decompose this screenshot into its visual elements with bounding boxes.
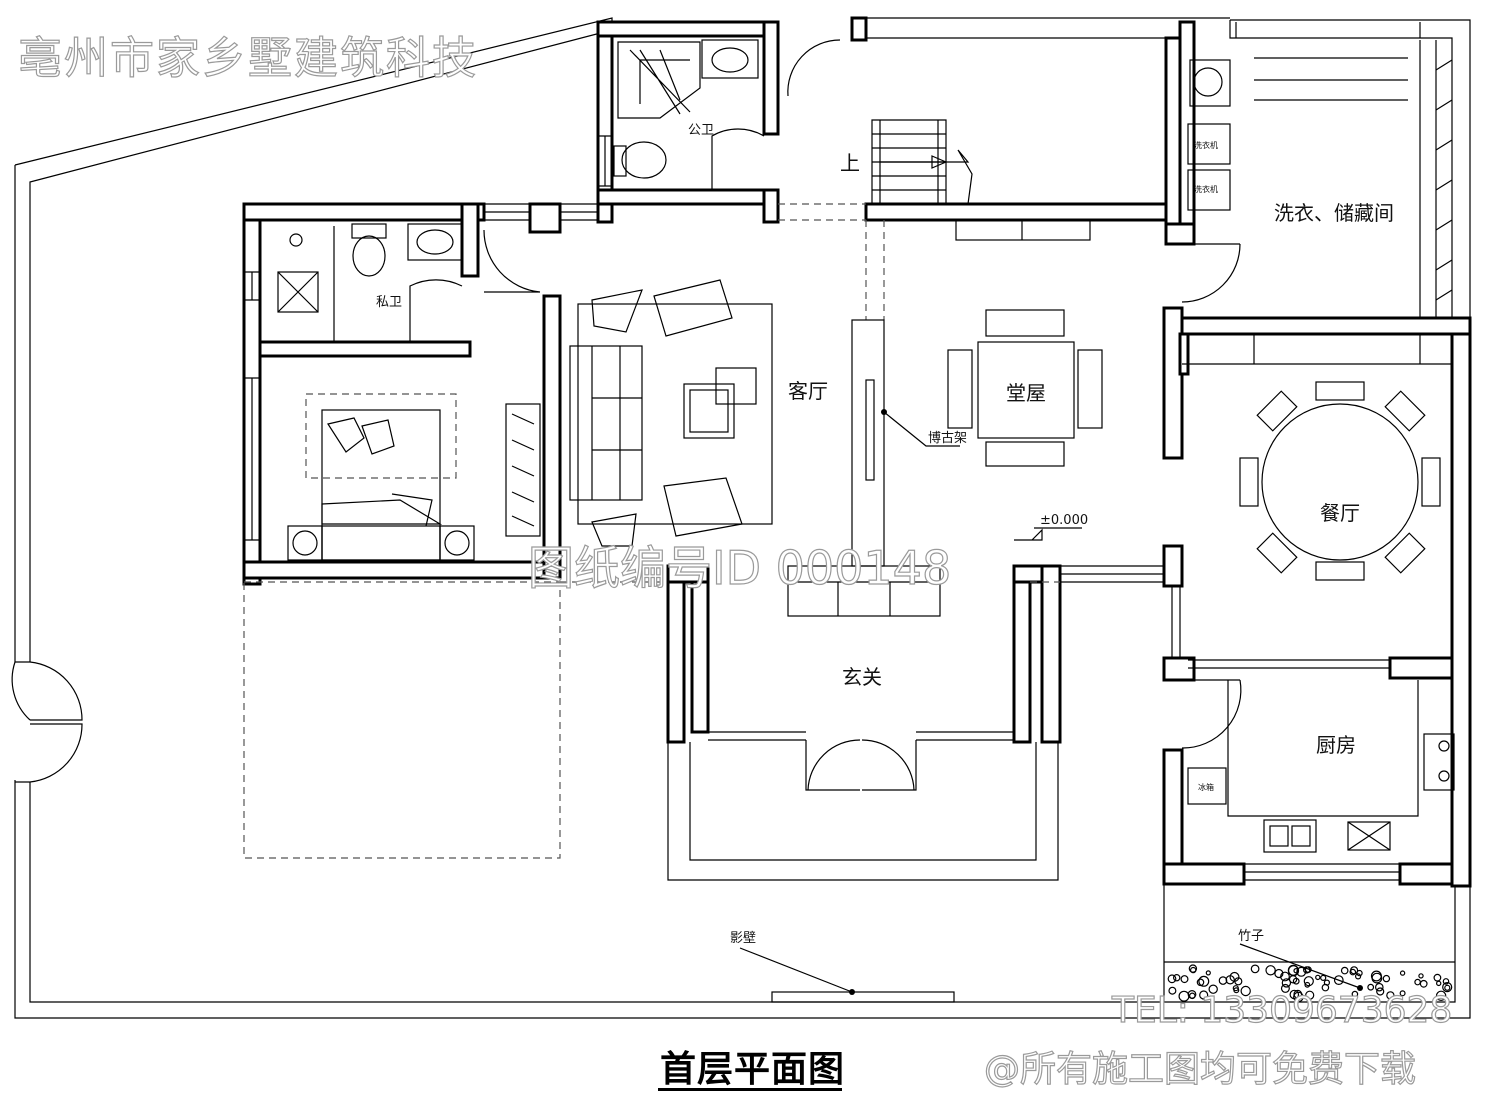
- bamboo-dot: [1233, 987, 1240, 994]
- bamboo-dot: [1198, 975, 1210, 987]
- bamboo-dot: [1371, 972, 1383, 984]
- label-private-bath: 私卫: [376, 295, 402, 310]
- bamboo-dot: [1208, 984, 1218, 994]
- bamboo-dot: [1351, 990, 1359, 998]
- screen-wall: [739, 947, 955, 1003]
- label-screen-wall: 影壁: [730, 931, 756, 946]
- title-underline: [658, 1088, 842, 1091]
- bamboo-dot: [1189, 966, 1197, 974]
- bamboo-dot: [1333, 975, 1344, 985]
- bamboo-dot: [1444, 984, 1451, 991]
- garden-gate: [11, 661, 83, 783]
- label-foyer: 玄关: [842, 665, 882, 689]
- bamboo-dot: [1321, 983, 1330, 992]
- windows: [244, 22, 1421, 881]
- label-dining-room: 餐厅: [1320, 501, 1360, 525]
- bamboo-dot: [1281, 978, 1292, 988]
- watermark-tel: TEL: 13309673628: [1111, 989, 1453, 1031]
- bamboo-dot: [1287, 964, 1299, 976]
- watermark-drawing-id: 图纸编号ID 000148: [527, 540, 952, 595]
- bamboo-garden: [1163, 884, 1455, 1003]
- private-bath-fixtures: [277, 223, 463, 342]
- living-furniture: [569, 279, 773, 547]
- dining-furniture: [1182, 334, 1452, 581]
- bamboo-dot: [1172, 974, 1181, 982]
- porch: [667, 742, 1059, 881]
- bamboo-dot: [1418, 973, 1424, 979]
- label-laundry-storage: 洗衣、储藏间: [1274, 201, 1394, 225]
- label-display-shelf: 博古架: [928, 431, 967, 446]
- bamboo-dot: [1320, 974, 1327, 982]
- bamboo-dot: [1168, 986, 1177, 995]
- bamboo-dot: [1280, 971, 1290, 982]
- bamboo-dot: [1399, 970, 1406, 976]
- bamboo-dot: [1435, 990, 1447, 1002]
- bamboo-dot: [1303, 976, 1314, 987]
- public-bath-fixtures: [613, 39, 759, 179]
- label-stairs-up: 上: [840, 151, 860, 175]
- dashed-lines: [243, 203, 1060, 859]
- bamboo-dot: [1367, 983, 1375, 991]
- label-main-hall: 堂屋: [1006, 381, 1046, 405]
- bamboo-dot: [1305, 990, 1315, 1000]
- bamboo-dot: [1356, 969, 1363, 977]
- bamboo-dot: [1414, 978, 1421, 986]
- bamboo-dot: [1442, 978, 1450, 985]
- bamboo-dot: [1386, 991, 1395, 1000]
- outer-wall: [14, 17, 1471, 1019]
- bamboo-dot: [1435, 980, 1442, 987]
- bamboo-dot: [1189, 992, 1196, 1000]
- interior-walls: [242, 16, 1472, 888]
- bamboo-dot: [1375, 982, 1384, 992]
- bamboo-dot: [1442, 981, 1453, 993]
- bamboo-dot: [1315, 974, 1321, 981]
- bamboo-dot: [1433, 973, 1442, 982]
- bamboo-dot: [1382, 974, 1391, 983]
- bamboo-dot: [1196, 978, 1205, 987]
- laundry-fixtures: [1187, 40, 1453, 318]
- label-fridge: 冰箱: [1198, 782, 1214, 792]
- hall-furniture: [851, 219, 1103, 567]
- watermark-free-download: @所有施工图均可免费下载: [983, 1048, 1417, 1090]
- bamboo-dot: [1289, 989, 1300, 1000]
- bamboo-dot: [1354, 973, 1362, 980]
- bamboo-dot: [1180, 975, 1189, 984]
- bamboo-dot: [1274, 968, 1284, 979]
- bamboo-dot: [1167, 974, 1177, 984]
- bamboo-dot: [1376, 987, 1385, 996]
- label-washer-1: 洗衣机: [1194, 140, 1218, 150]
- bamboo-dot: [1199, 990, 1209, 1000]
- bamboo-dot: [1296, 966, 1307, 977]
- label-public-bath: 公卫: [688, 123, 714, 138]
- bamboo-dot: [1349, 968, 1357, 976]
- label-kitchen: 厨房: [1316, 733, 1356, 757]
- doors: [409, 39, 1242, 791]
- label-elevation: ±0.000: [1040, 513, 1088, 528]
- bamboo-dot: [1205, 970, 1211, 976]
- bamboo-dot: [1399, 990, 1406, 997]
- bamboo-dot: [1265, 965, 1276, 976]
- bamboo-dot: [1280, 983, 1290, 993]
- bamboo-dot: [1229, 971, 1240, 982]
- kitchen-furniture: [1187, 680, 1455, 853]
- bamboo-dot: [1178, 990, 1190, 1002]
- bamboo-dot: [1304, 981, 1311, 988]
- watermark-company: 亳州市家乡墅建筑科技: [17, 32, 478, 84]
- label-bamboo: 竹子: [1238, 929, 1264, 944]
- room-labels: 公卫 上 洗衣、储藏间 洗衣机 洗衣机 私卫 客厅 堂屋 博古架 ±0.000 …: [376, 123, 1394, 946]
- bamboo-dot: [1419, 979, 1428, 988]
- bamboo-dot: [1250, 964, 1260, 974]
- plan-title: 首层平面图: [660, 1049, 846, 1090]
- label-living-room: 客厅: [788, 379, 828, 403]
- stairs: [871, 119, 973, 205]
- foyer-furniture: [707, 565, 1015, 720]
- bedroom-furniture: [287, 393, 541, 561]
- label-washer-2: 洗衣机: [1194, 184, 1218, 194]
- bamboo-dot: [1340, 966, 1349, 975]
- bamboo-dot: [1240, 985, 1251, 997]
